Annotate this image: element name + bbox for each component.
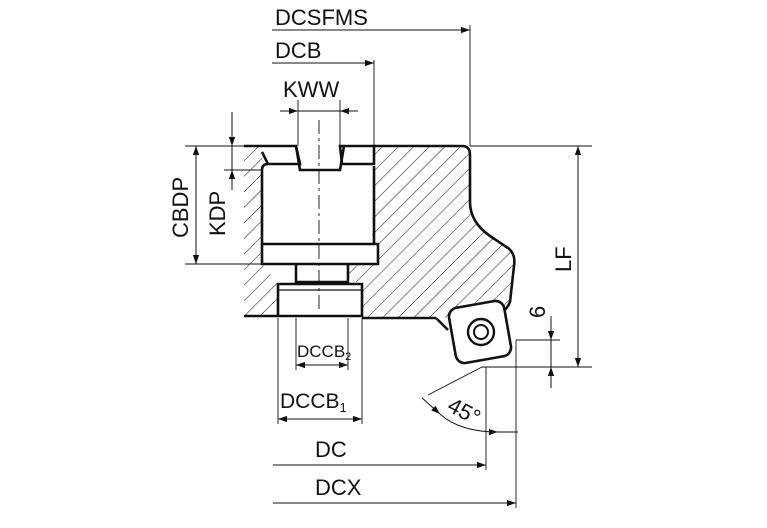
- label-dc: DC: [315, 437, 347, 462]
- dimension-six: 6: [525, 306, 555, 388]
- label-dccb1: DCCB1: [280, 390, 347, 415]
- label-dcx: DCX: [315, 475, 362, 500]
- dimension-dccb1: DCCB1: [278, 390, 362, 423]
- dimension-dcsfms: DCSFMS: [272, 5, 470, 34]
- dimension-dccb2: DCCB2: [296, 342, 351, 369]
- label-kdp: KDP: [205, 191, 230, 236]
- label-dccb2: DCCB2: [297, 342, 351, 363]
- dimension-dcb: DCB: [272, 38, 374, 67]
- insert-seat-edge: [435, 317, 449, 331]
- dimension-dc: DC: [273, 437, 486, 469]
- dimension-angle: 45°: [421, 392, 518, 436]
- center-boss: [244, 144, 380, 318]
- dimension-cbdp: CBDP: [168, 146, 200, 264]
- body-outline-right: [374, 144, 516, 317]
- label-angle: 45°: [444, 392, 485, 430]
- insert-hole-inner-icon: [473, 324, 489, 340]
- body-section-left: [244, 146, 262, 264]
- label-dcb: DCB: [275, 38, 321, 63]
- dimension-lf: LF: [551, 146, 582, 367]
- body-section-bottom-left: [244, 264, 278, 316]
- body-section-right: [348, 146, 515, 318]
- label-lf: LF: [551, 246, 576, 272]
- dimension-dcx: DCX: [273, 475, 516, 507]
- label-cbdp: CBDP: [168, 177, 193, 238]
- label-six: 6: [525, 306, 550, 318]
- label-kww: KWW: [283, 77, 339, 102]
- label-dcsfms: DCSFMS: [275, 5, 368, 30]
- dimension-kdp: KDP: [205, 112, 236, 236]
- dimension-kww: KWW: [280, 77, 358, 115]
